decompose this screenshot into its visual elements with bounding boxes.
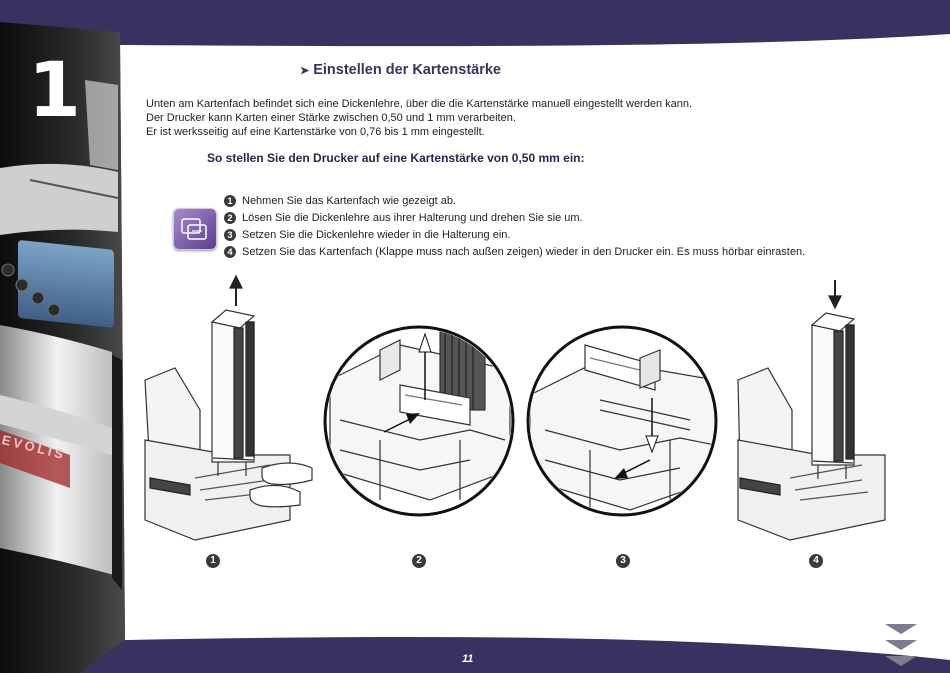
step-text: Lösen Sie die Dickenlehre aus ihrer Halt… (242, 211, 583, 224)
procedure-icon (173, 208, 217, 250)
step-text: Setzen Sie das Kartenfach (Klappe muss n… (242, 245, 806, 258)
printer-photo (0, 22, 125, 673)
step-number: 1 (224, 194, 236, 207)
intro-text: Unten am Kartenfach befindet sich eine D… (146, 97, 692, 139)
figure-label: 1 (206, 554, 220, 568)
page-number: 11 (462, 653, 474, 665)
cards-icon (181, 218, 207, 240)
procedure-heading: So stellen Sie den Drucker auf eine Kart… (207, 151, 585, 165)
figure-label: 4 (809, 554, 823, 568)
procedure-steps: 1 Nehmen Sie das Kartenfach wie gezeigt … (224, 192, 805, 260)
chapter-number: 1 (28, 45, 81, 134)
section-title: ➤Einstellen der Kartenstärke (300, 62, 501, 78)
step-number: 3 (224, 228, 236, 241)
step-item: 4 Setzen Sie das Kartenfach (Klappe muss… (224, 243, 805, 260)
figure-label: 3 (616, 554, 630, 568)
intro-line: Unten am Kartenfach befindet sich eine D… (146, 98, 693, 110)
triple-chevron-down-icon (885, 624, 917, 666)
intro-line: Der Drucker kann Karten einer Stärke zwi… (146, 112, 516, 124)
section-title-text: Einstellen der Kartenstärke (313, 62, 501, 78)
step-item: 1 Nehmen Sie das Kartenfach wie gezeigt … (224, 192, 805, 209)
step-item: 2 Lösen Sie die Dickenlehre aus ihrer Ha… (224, 209, 805, 226)
intro-line: Er ist werksseitig auf eine Kartenstärke… (146, 126, 485, 138)
step-text: Nehmen Sie das Kartenfach wie gezeigt ab… (242, 194, 457, 207)
arrowhead-icon: ➤ (300, 65, 310, 77)
step-item: 3 Setzen Sie die Dickenlehre wieder in d… (224, 226, 805, 243)
step-number: 4 (224, 245, 236, 258)
figure-label: 2 (412, 554, 426, 568)
step-number: 2 (224, 211, 236, 224)
step-text: Setzen Sie die Dickenlehre wieder in die… (242, 228, 511, 241)
